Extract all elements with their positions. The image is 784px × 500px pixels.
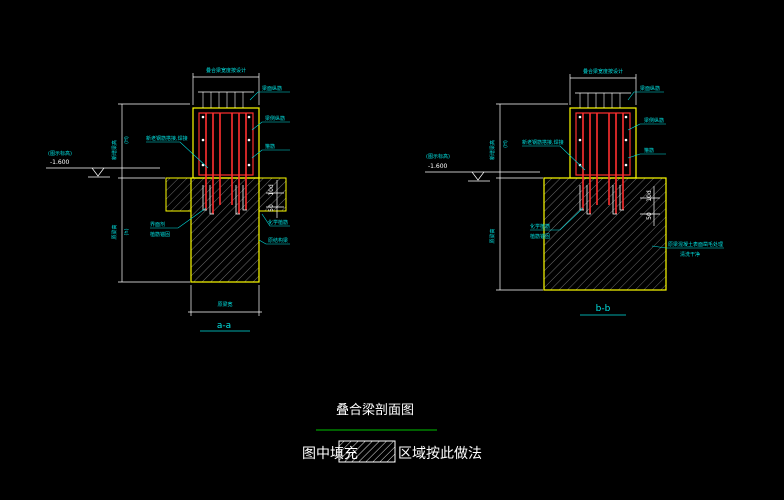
section-a-new-beam <box>192 107 260 179</box>
section-a-old-beam <box>190 177 260 283</box>
section-b-old-beam <box>543 177 667 291</box>
section-a-left-h1: 新增梁高 <box>111 140 118 160</box>
section-b-left-h1: 新增梁高 <box>489 140 496 160</box>
section-a-note-stirrup: 箍筋 <box>265 143 275 150</box>
section-a-slab-right <box>258 177 287 212</box>
section-b-stirrup <box>575 112 631 176</box>
section-a-slab-left <box>165 177 192 212</box>
section-a-bottom-dimension <box>188 285 262 316</box>
section-a-note-anchor-left: 植筋锚固 <box>150 231 170 238</box>
section-a: 叠合梁宽度按设计 新增梁高 (H) 原梁高 (h) (图示标高) -1.600 … <box>46 67 290 332</box>
section-b-top-bars-ticks <box>579 93 621 108</box>
section-b-level-name: (图示标高) <box>426 153 450 160</box>
section-b-top-dim-label: 叠合梁宽度按设计 <box>583 68 623 75</box>
section-b-note-stirrup: 箍筋 <box>644 147 654 154</box>
section-a-bar-dots <box>201 115 251 167</box>
section-a-anchors <box>202 185 247 215</box>
section-a-level-marker <box>46 167 160 178</box>
section-b-left-h1b: (H) <box>503 140 509 148</box>
section-a-dim-50: 50 <box>268 204 275 212</box>
section-a-note-old-beam: 原结构梁 <box>268 237 288 244</box>
section-b-level-value: -1.600 <box>428 163 448 170</box>
section-a-leaders <box>146 91 290 245</box>
section-a-note-anchor: 化学植筋 <box>268 219 288 226</box>
section-b-level-marker <box>425 171 540 182</box>
section-b-anchors <box>579 185 624 215</box>
section-a-right-dims <box>266 180 284 218</box>
section-a-stirrup <box>198 112 254 176</box>
section-b-left-h2: 原梁高 <box>489 228 496 243</box>
section-b-label: b-b <box>596 304 611 314</box>
section-a-rebars <box>205 113 247 214</box>
section-b-leaders <box>522 91 724 249</box>
section-b-note-old-beam-2: 清洗干净 <box>680 251 700 258</box>
section-b-note-anchor-left: 植筋锚固 <box>530 233 550 240</box>
section-a-note-side-bar: 梁侧纵筋 <box>265 115 285 122</box>
section-b-dim-10d: 10d <box>646 190 653 202</box>
section-b-note-side-bar: 梁侧纵筋 <box>644 117 664 124</box>
section-a-top-dim-label: 叠合梁宽度按设计 <box>206 67 246 74</box>
section-b-dim-50: 50 <box>646 212 653 220</box>
section-b-right-dims <box>640 186 660 226</box>
section-b-rebars <box>582 113 624 214</box>
section-a-note-bond: 界面剂 <box>150 221 165 228</box>
section-a-left-h1b: (H) <box>124 136 130 144</box>
legend-text-after: 区域按此做法 <box>398 446 482 462</box>
legend-hatch-swatch <box>338 440 396 463</box>
drawing-title: 叠合梁剖面图 <box>336 403 414 418</box>
section-b-left-dimension <box>496 103 568 291</box>
section-b-note-anchor: 化学植筋 <box>530 223 550 230</box>
section-b-note-old-beam: 原梁混凝土表面凿毛处理 <box>668 241 723 248</box>
section-b-top-dimension <box>569 74 637 105</box>
section-a-note-lap: 新老钢筋搭接,焊接 <box>146 135 188 142</box>
section-a-note-top-bar: 梁面纵筋 <box>262 85 282 92</box>
section-a-left-h2b: (h) <box>124 228 130 235</box>
section-a-label: a-a <box>217 321 231 331</box>
section-a-left-h2: 原梁高 <box>111 224 118 239</box>
section-a-dim-10d: 10d <box>268 184 275 196</box>
section-a-top-dimension <box>192 73 260 105</box>
section-b-note-top-bar: 梁面纵筋 <box>640 85 660 92</box>
section-a-bottom-label: 原梁宽 <box>217 301 232 308</box>
section-a-level-name: (图示标高) <box>48 150 72 157</box>
section-a-top-bars-ticks <box>202 92 244 108</box>
section-b-new-beam <box>569 107 637 179</box>
section-b: 叠合梁宽度按设计 新增梁高 (H) 原梁高 (图示标高) -1.600 10d … <box>425 68 724 316</box>
section-a-left-dimension <box>118 103 190 283</box>
section-b-bar-dots <box>578 115 628 167</box>
section-a-level-value: -1.600 <box>50 159 70 166</box>
section-b-note-lap: 新老钢筋搭接,焊接 <box>522 139 564 146</box>
